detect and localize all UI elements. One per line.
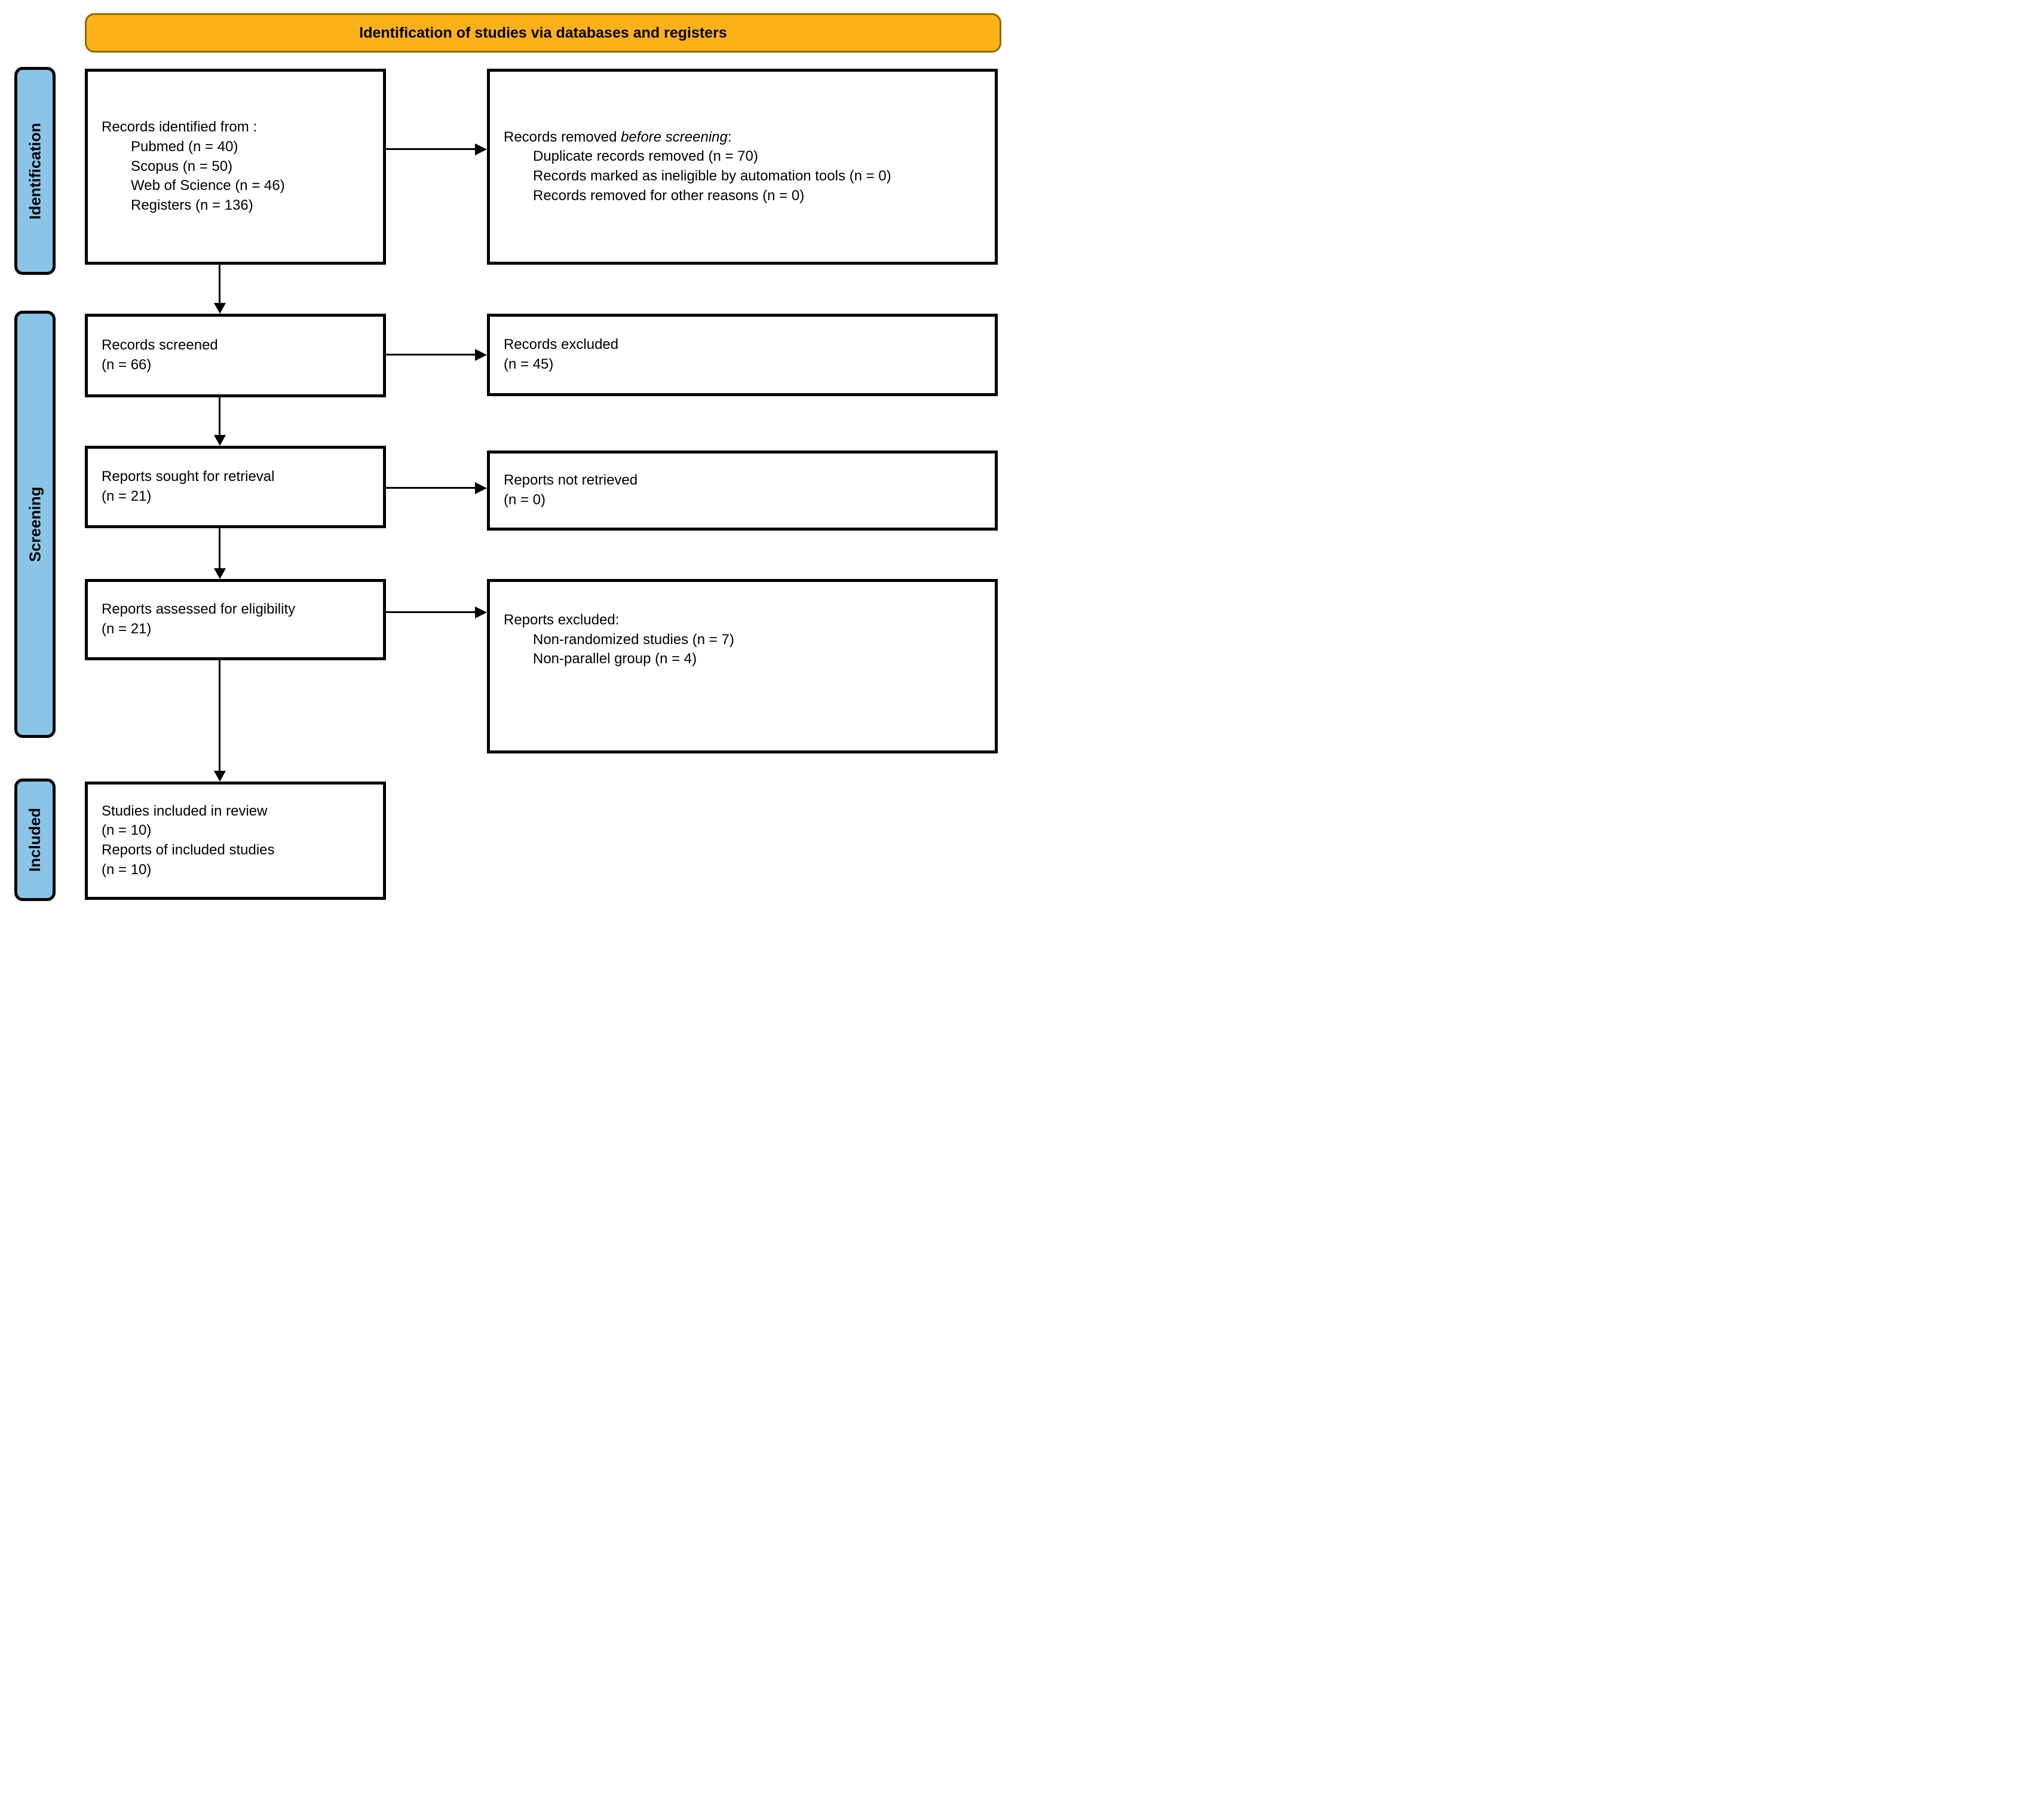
reports-excluded-title: Reports excluded: xyxy=(504,612,620,628)
box-records-screened: Records screened (n = 66) xyxy=(85,314,386,397)
reports-included-count: (n = 10) xyxy=(102,861,152,878)
records-removed-title-prefix: Records removed xyxy=(504,128,621,145)
records-excluded-line: Records excluded xyxy=(504,336,619,353)
records-removed-item: Duplicate records removed (n = 70) xyxy=(533,148,758,165)
reports-excluded-item: Non-randomized studies (n = 7) xyxy=(533,631,734,648)
records-identified-item: Scopus (n = 50) xyxy=(131,158,233,174)
stage-screening: Screening xyxy=(14,311,56,738)
reports-not-retrieved-count: (n = 0) xyxy=(504,492,546,508)
box-studies-included: Studies included in review (n = 10) Repo… xyxy=(85,782,386,900)
records-removed-title-italic: before screening xyxy=(621,128,728,145)
studies-included-count: (n = 10) xyxy=(102,822,152,839)
arrow-assessed-to-included-head xyxy=(214,771,226,782)
arrow-screened-to-excluded-line xyxy=(386,354,475,356)
reports-not-retrieved-line: Reports not retrieved xyxy=(504,472,638,489)
records-removed-title: Records removed before screening: xyxy=(504,128,989,148)
arrow-assessed-to-reports-excluded-head xyxy=(475,606,487,618)
box-reports-not-retrieved: Reports not retrieved (n = 0) xyxy=(487,451,998,531)
studies-included-line: Studies included in review xyxy=(102,802,268,819)
arrow-sought-to-assessed-line xyxy=(219,528,220,568)
reports-included-line: Reports of included studies xyxy=(102,842,275,858)
stage-identification-label: Identification xyxy=(26,122,44,219)
arrow-sought-to-assessed-head xyxy=(214,568,226,579)
arrow-sought-to-not-retrieved-line xyxy=(386,487,475,489)
arrow-identified-to-screened-line xyxy=(219,265,220,303)
prisma-flow-diagram: Identification of studies via databases … xyxy=(0,0,1013,910)
records-screened-count: (n = 66) xyxy=(102,357,152,373)
box-records-excluded: Records excluded (n = 45) xyxy=(487,314,998,396)
reports-excluded-item: Non-parallel group (n = 4) xyxy=(533,651,697,667)
reports-assessed-count: (n = 21) xyxy=(102,621,152,637)
records-screened-line: Records screened xyxy=(102,337,218,354)
arrow-assessed-to-included-line xyxy=(219,660,220,771)
reports-assessed-line: Reports assessed for eligibility xyxy=(102,601,296,618)
arrow-identified-to-removed-head xyxy=(475,143,487,155)
records-identified-item: Web of Science (n = 46) xyxy=(131,177,285,194)
records-removed-item: Records removed for other reasons (n = 0… xyxy=(533,187,805,204)
stage-screening-label: Screening xyxy=(26,486,44,562)
stage-included: Included xyxy=(14,779,56,901)
records-identified-title: Records identified from : xyxy=(102,119,258,136)
arrow-screened-to-sought-line xyxy=(219,397,220,435)
records-removed-item: Records marked as ineligible by automati… xyxy=(533,168,891,184)
box-reports-assessed: Reports assessed for eligibility (n = 21… xyxy=(85,579,386,660)
arrow-assessed-to-reports-excluded-line xyxy=(386,611,475,613)
box-records-identified: Records identified from : Pubmed (n = 40… xyxy=(85,69,386,265)
box-reports-sought: Reports sought for retrieval (n = 21) xyxy=(85,446,386,528)
arrow-identified-to-screened-head xyxy=(214,303,226,314)
records-excluded-count: (n = 45) xyxy=(504,356,554,372)
records-identified-item: Pubmed (n = 40) xyxy=(131,139,238,155)
arrow-screened-to-excluded-head xyxy=(475,349,487,361)
box-reports-excluded: Reports excluded: Non-randomized studies… xyxy=(487,579,998,753)
reports-sought-count: (n = 21) xyxy=(102,488,152,504)
arrow-sought-to-not-retrieved-head xyxy=(475,482,487,494)
reports-sought-line: Reports sought for retrieval xyxy=(102,468,275,485)
arrow-identified-to-removed-line xyxy=(386,148,475,150)
box-records-removed: Records removed before screening: Duplic… xyxy=(487,69,998,265)
records-removed-title-suffix: : xyxy=(727,128,732,145)
arrow-screened-to-sought-head xyxy=(214,435,226,446)
banner-title: Identification of studies via databases … xyxy=(85,13,1001,53)
records-identified-item: Registers (n = 136) xyxy=(131,197,253,213)
stage-identification: Identification xyxy=(14,67,56,275)
stage-included-label: Included xyxy=(26,808,44,872)
